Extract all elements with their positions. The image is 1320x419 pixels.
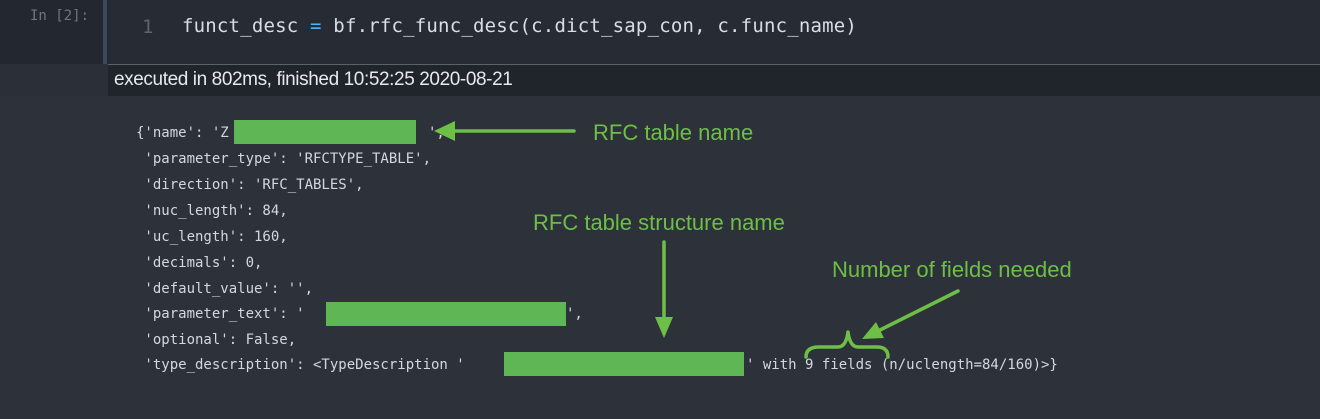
cell-prompt: In [2]: <box>30 8 90 24</box>
output-line-parameter-text: 'parameter_text': ' <box>136 306 305 322</box>
code-line[interactable]: funct_desc = bf.rfc_func_desc(c.dict_sap… <box>182 15 857 37</box>
execution-status: executed in 802ms, finished 10:52:25 202… <box>114 69 513 90</box>
arrowhead-fields <box>862 322 884 339</box>
active-cell-indicator <box>103 0 107 64</box>
annotation-table-name: RFC table name <box>593 120 754 145</box>
code-editor[interactable] <box>108 0 1320 64</box>
arrowhead-table-name <box>434 121 455 141</box>
annotation-structure-name: RFC table structure name <box>533 210 785 235</box>
code-operator: = <box>310 15 322 37</box>
line-number: 1 <box>142 16 154 38</box>
output-line: 'nuc_length': 84, <box>136 203 288 219</box>
output-line-type-description: 'type_description': <TypeDescription ' <box>136 357 465 373</box>
output-line: 'optional': False, <box>136 332 297 348</box>
redaction-parameter-text <box>326 302 566 326</box>
output-line: 'decimals': 0, <box>136 255 263 271</box>
arrow-to-fields <box>876 289 960 333</box>
execution-bar <box>108 64 1320 96</box>
fields-brace <box>804 330 890 359</box>
redaction-table-name <box>234 120 416 144</box>
output-line: 'default_value': '', <box>136 281 314 297</box>
code-rhs: bf.rfc_func_desc(c.dict_sap_con, c.func_… <box>321 15 858 37</box>
annotation-fields-needed: Number of fields needed <box>832 257 1072 282</box>
output-line: 'parameter_type': 'RFCTYPE_TABLE', <box>136 151 432 167</box>
output-param-text-close: ', <box>566 306 583 322</box>
output-line: 'direction': 'RFC_TABLES', <box>136 177 364 193</box>
output-line: 'uc_length': 160, <box>136 229 288 245</box>
redaction-structure-name <box>504 352 744 376</box>
output-line-name: {'name': 'Z <box>136 125 229 141</box>
code-lhs: funct_desc <box>182 15 311 37</box>
output-type-desc-tail: ' with 9 fields (n/uclength=84/160)>} <box>746 357 1058 373</box>
arrowhead-structure-name <box>655 317 673 338</box>
